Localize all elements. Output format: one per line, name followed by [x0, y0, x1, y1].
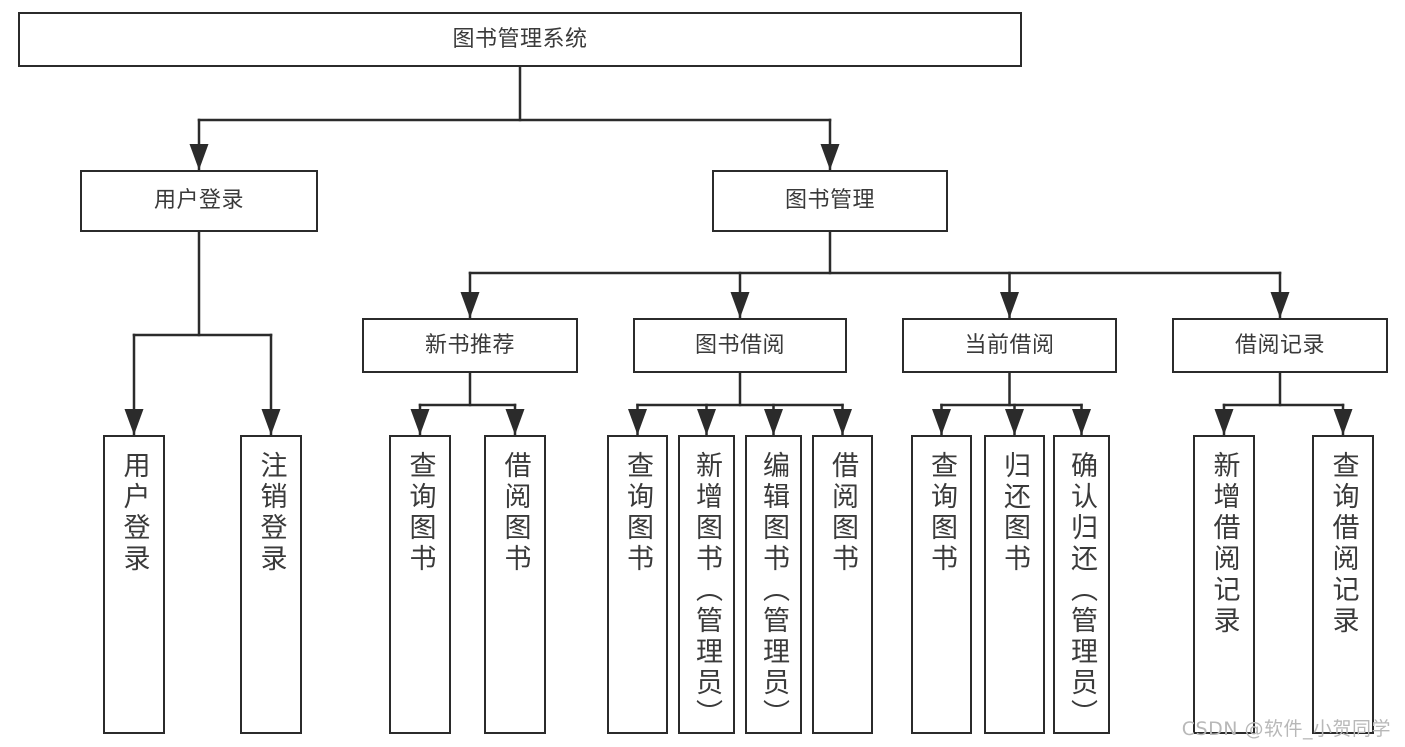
node-leaf-confirm-return[interactable]: 确认归还（管理员） — [1053, 435, 1110, 734]
arrowhead-icon — [1333, 409, 1353, 435]
node-leaf-add-record[interactable]: 新增借阅记录 — [1193, 435, 1255, 734]
node-label: 编辑图书（管理员） — [758, 451, 789, 730]
node-borrow-record[interactable]: 借阅记录 — [1172, 318, 1388, 373]
watermark-text: CSDN @软件_小贺同学 — [1181, 718, 1391, 740]
node-label: 查询图书 — [404, 451, 436, 575]
node-label: 当前借阅 — [964, 332, 1055, 358]
node-label: 新书推荐 — [424, 332, 515, 358]
arrowhead-icon — [820, 144, 840, 170]
arrowhead-icon — [124, 409, 144, 435]
node-leaf-query-record[interactable]: 查询借阅记录 — [1312, 435, 1374, 734]
node-label: 图书管理 — [784, 188, 875, 214]
node-root[interactable]: 图书管理系统 — [18, 12, 1022, 67]
node-label: 查询图书 — [622, 451, 653, 575]
node-leaf-edit-book[interactable]: 编辑图书（管理员） — [745, 435, 802, 734]
arrowhead-icon — [460, 292, 480, 318]
arrowhead-icon — [189, 144, 209, 170]
node-label: 用户登录 — [153, 188, 244, 214]
node-current-borrow[interactable]: 当前借阅 — [902, 318, 1117, 373]
node-label: 图书管理系统 — [452, 26, 588, 52]
arrowhead-icon — [410, 409, 430, 435]
node-book-borrow[interactable]: 图书借阅 — [633, 318, 847, 373]
arrowhead-icon — [1214, 409, 1234, 435]
node-leaf-query-book-3[interactable]: 查询图书 — [911, 435, 972, 734]
node-label: 确认归还（管理员） — [1066, 451, 1097, 730]
node-leaf-add-book[interactable]: 新增图书（管理员） — [678, 435, 735, 734]
arrowhead-icon — [261, 409, 281, 435]
arrowhead-icon — [764, 409, 783, 435]
node-leaf-borrow-book-1[interactable]: 借阅图书 — [484, 435, 546, 734]
node-new-book-rec[interactable]: 新书推荐 — [362, 318, 578, 373]
arrowhead-icon — [1000, 292, 1019, 318]
arrowhead-icon — [833, 409, 852, 435]
arrowhead-icon — [1005, 409, 1024, 435]
node-label: 归还图书 — [999, 451, 1030, 575]
node-label: 用户登录 — [118, 451, 150, 575]
node-leaf-return-book[interactable]: 归还图书 — [984, 435, 1045, 734]
node-leaf-logout[interactable]: 注销登录 — [240, 435, 302, 734]
node-label: 借阅图书 — [827, 451, 858, 575]
node-leaf-query-book-1[interactable]: 查询图书 — [389, 435, 451, 734]
node-label: 图书借阅 — [694, 332, 785, 358]
node-user-login[interactable]: 用户登录 — [80, 170, 318, 232]
arrowhead-icon — [1270, 292, 1290, 318]
arrowhead-icon — [697, 409, 716, 435]
node-leaf-user-login[interactable]: 用户登录 — [103, 435, 165, 734]
node-label: 新增借阅记录 — [1208, 451, 1240, 637]
arrowhead-icon — [628, 409, 647, 435]
node-leaf-borrow-book-2[interactable]: 借阅图书 — [812, 435, 873, 734]
node-label: 借阅图书 — [499, 451, 531, 575]
arrowhead-icon — [932, 409, 951, 435]
node-label: 查询图书 — [926, 451, 957, 575]
node-book-manage[interactable]: 图书管理 — [712, 170, 948, 232]
node-leaf-query-book-2[interactable]: 查询图书 — [607, 435, 668, 734]
node-label: 注销登录 — [255, 451, 287, 575]
node-label: 查询借阅记录 — [1327, 451, 1359, 637]
arrowhead-icon — [505, 409, 525, 435]
arrowhead-icon — [730, 292, 750, 318]
node-label: 借阅记录 — [1234, 332, 1325, 358]
arrowhead-icon — [1072, 409, 1091, 435]
node-label: 新增图书（管理员） — [691, 451, 722, 730]
